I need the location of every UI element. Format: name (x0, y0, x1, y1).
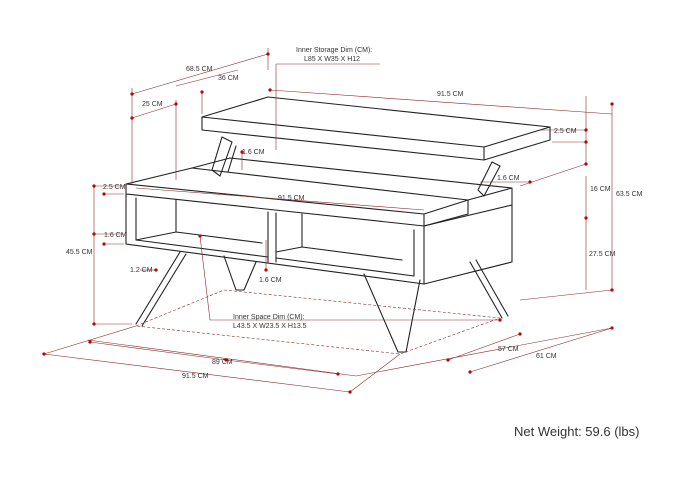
inner-storage-label: Inner Storage Dim (CM): (296, 47, 372, 54)
dim-2-5-right: 2.5 CM (554, 128, 577, 135)
lift-top-board (201, 96, 551, 161)
dim-89: 89 CM (212, 359, 233, 366)
dim-25: 25 CM (142, 101, 163, 108)
leg-back-left (223, 255, 257, 291)
dim-57: 57 CM (498, 346, 519, 353)
dim-61: 61 CM (536, 353, 557, 360)
dim-1-2: 1.2 CM (130, 267, 153, 274)
dim-45-5: 45.5 CM (66, 249, 93, 256)
cabinet-inner-shelf (135, 197, 415, 277)
lift-mechanism-left (211, 136, 237, 177)
dim-63-5: 63.5 CM (616, 191, 643, 198)
dim-36: 36 CM (218, 75, 239, 82)
cubby-backs (135, 199, 403, 261)
dim-1-6-right: 1.6 CM (497, 175, 520, 182)
inner-space-value: L43.5 X W23.5 X H13.5 (233, 323, 307, 330)
leg-back-right (469, 259, 509, 319)
dim-68-5: 68.5 CM (186, 66, 213, 73)
dim-27-5: 27.5 CM (589, 251, 616, 258)
dim-16-right: 16 CM (590, 186, 611, 193)
dim-91-5-mid: 91.5 CM (278, 195, 305, 202)
net-weight: Net Weight: 59.6 (lbs) (514, 424, 640, 439)
dim-91-5-bottom: 91.5 CM (182, 373, 209, 380)
leg-front-left (135, 251, 187, 327)
dimension-lines (43, 48, 613, 393)
leg-front-center (363, 273, 421, 353)
back-rim (191, 157, 513, 189)
dimension-endpoints (42, 52, 614, 394)
dim-1-6-mid: 1.6 CM (259, 277, 282, 284)
inner-storage-value: L85 X W35 X H12 (304, 56, 360, 63)
dimension-labels: Inner Storage Dim (CM): L85 X W35 X H12 … (66, 47, 643, 380)
inner-space-label: Inner Space Dim (CM): (233, 314, 305, 321)
dim-1-6-top: 1.6 CM (242, 149, 265, 156)
dim-91-5-top: 91.5 CM (437, 91, 464, 98)
storage-box-right (423, 187, 513, 285)
dim-2-5-left: 2.5 CM (103, 184, 126, 191)
table-drawing (125, 96, 551, 353)
cubby-divider (267, 211, 277, 263)
front-cabinet (125, 193, 425, 285)
dim-1-6-left: 1.6 CM (104, 232, 127, 239)
